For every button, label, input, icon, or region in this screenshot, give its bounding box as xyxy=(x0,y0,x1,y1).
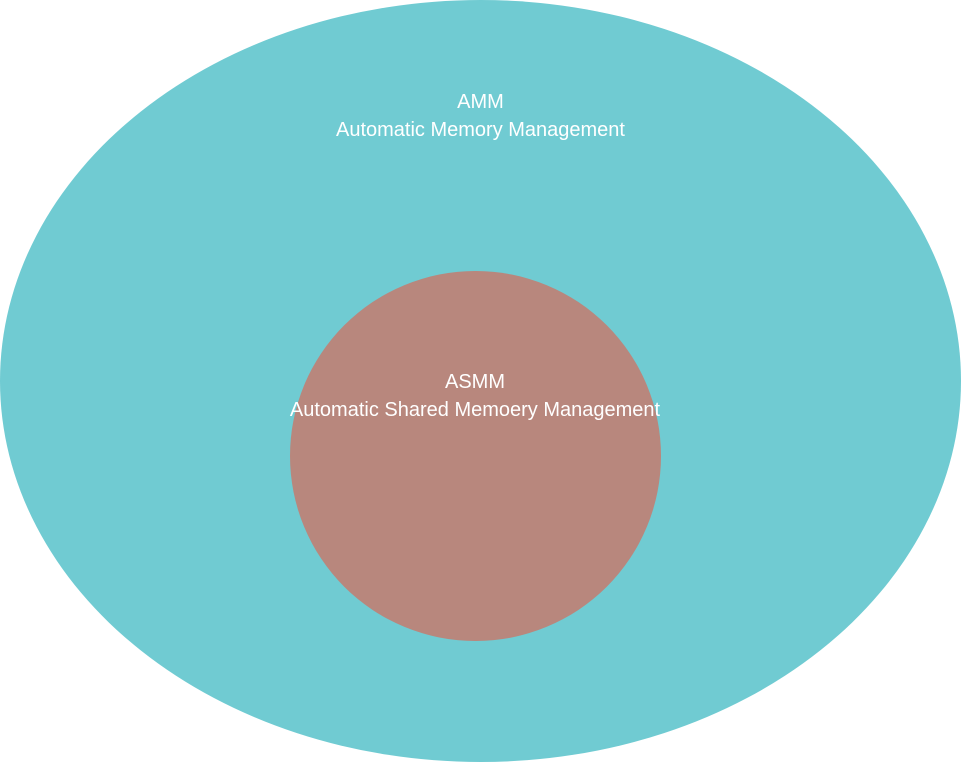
amm-label: AMM Automatic Memory Management xyxy=(200,88,761,144)
amm-abbr: AMM xyxy=(457,91,504,113)
asmm-name: Automatic Shared Memoery Management xyxy=(289,399,661,421)
asmm-abbr: ASMM xyxy=(445,371,505,393)
asmm-label: ASMM Automatic Shared Memoery Management xyxy=(175,368,775,424)
amm-name: Automatic Memory Management xyxy=(335,119,625,141)
asmm-circle xyxy=(290,271,661,641)
